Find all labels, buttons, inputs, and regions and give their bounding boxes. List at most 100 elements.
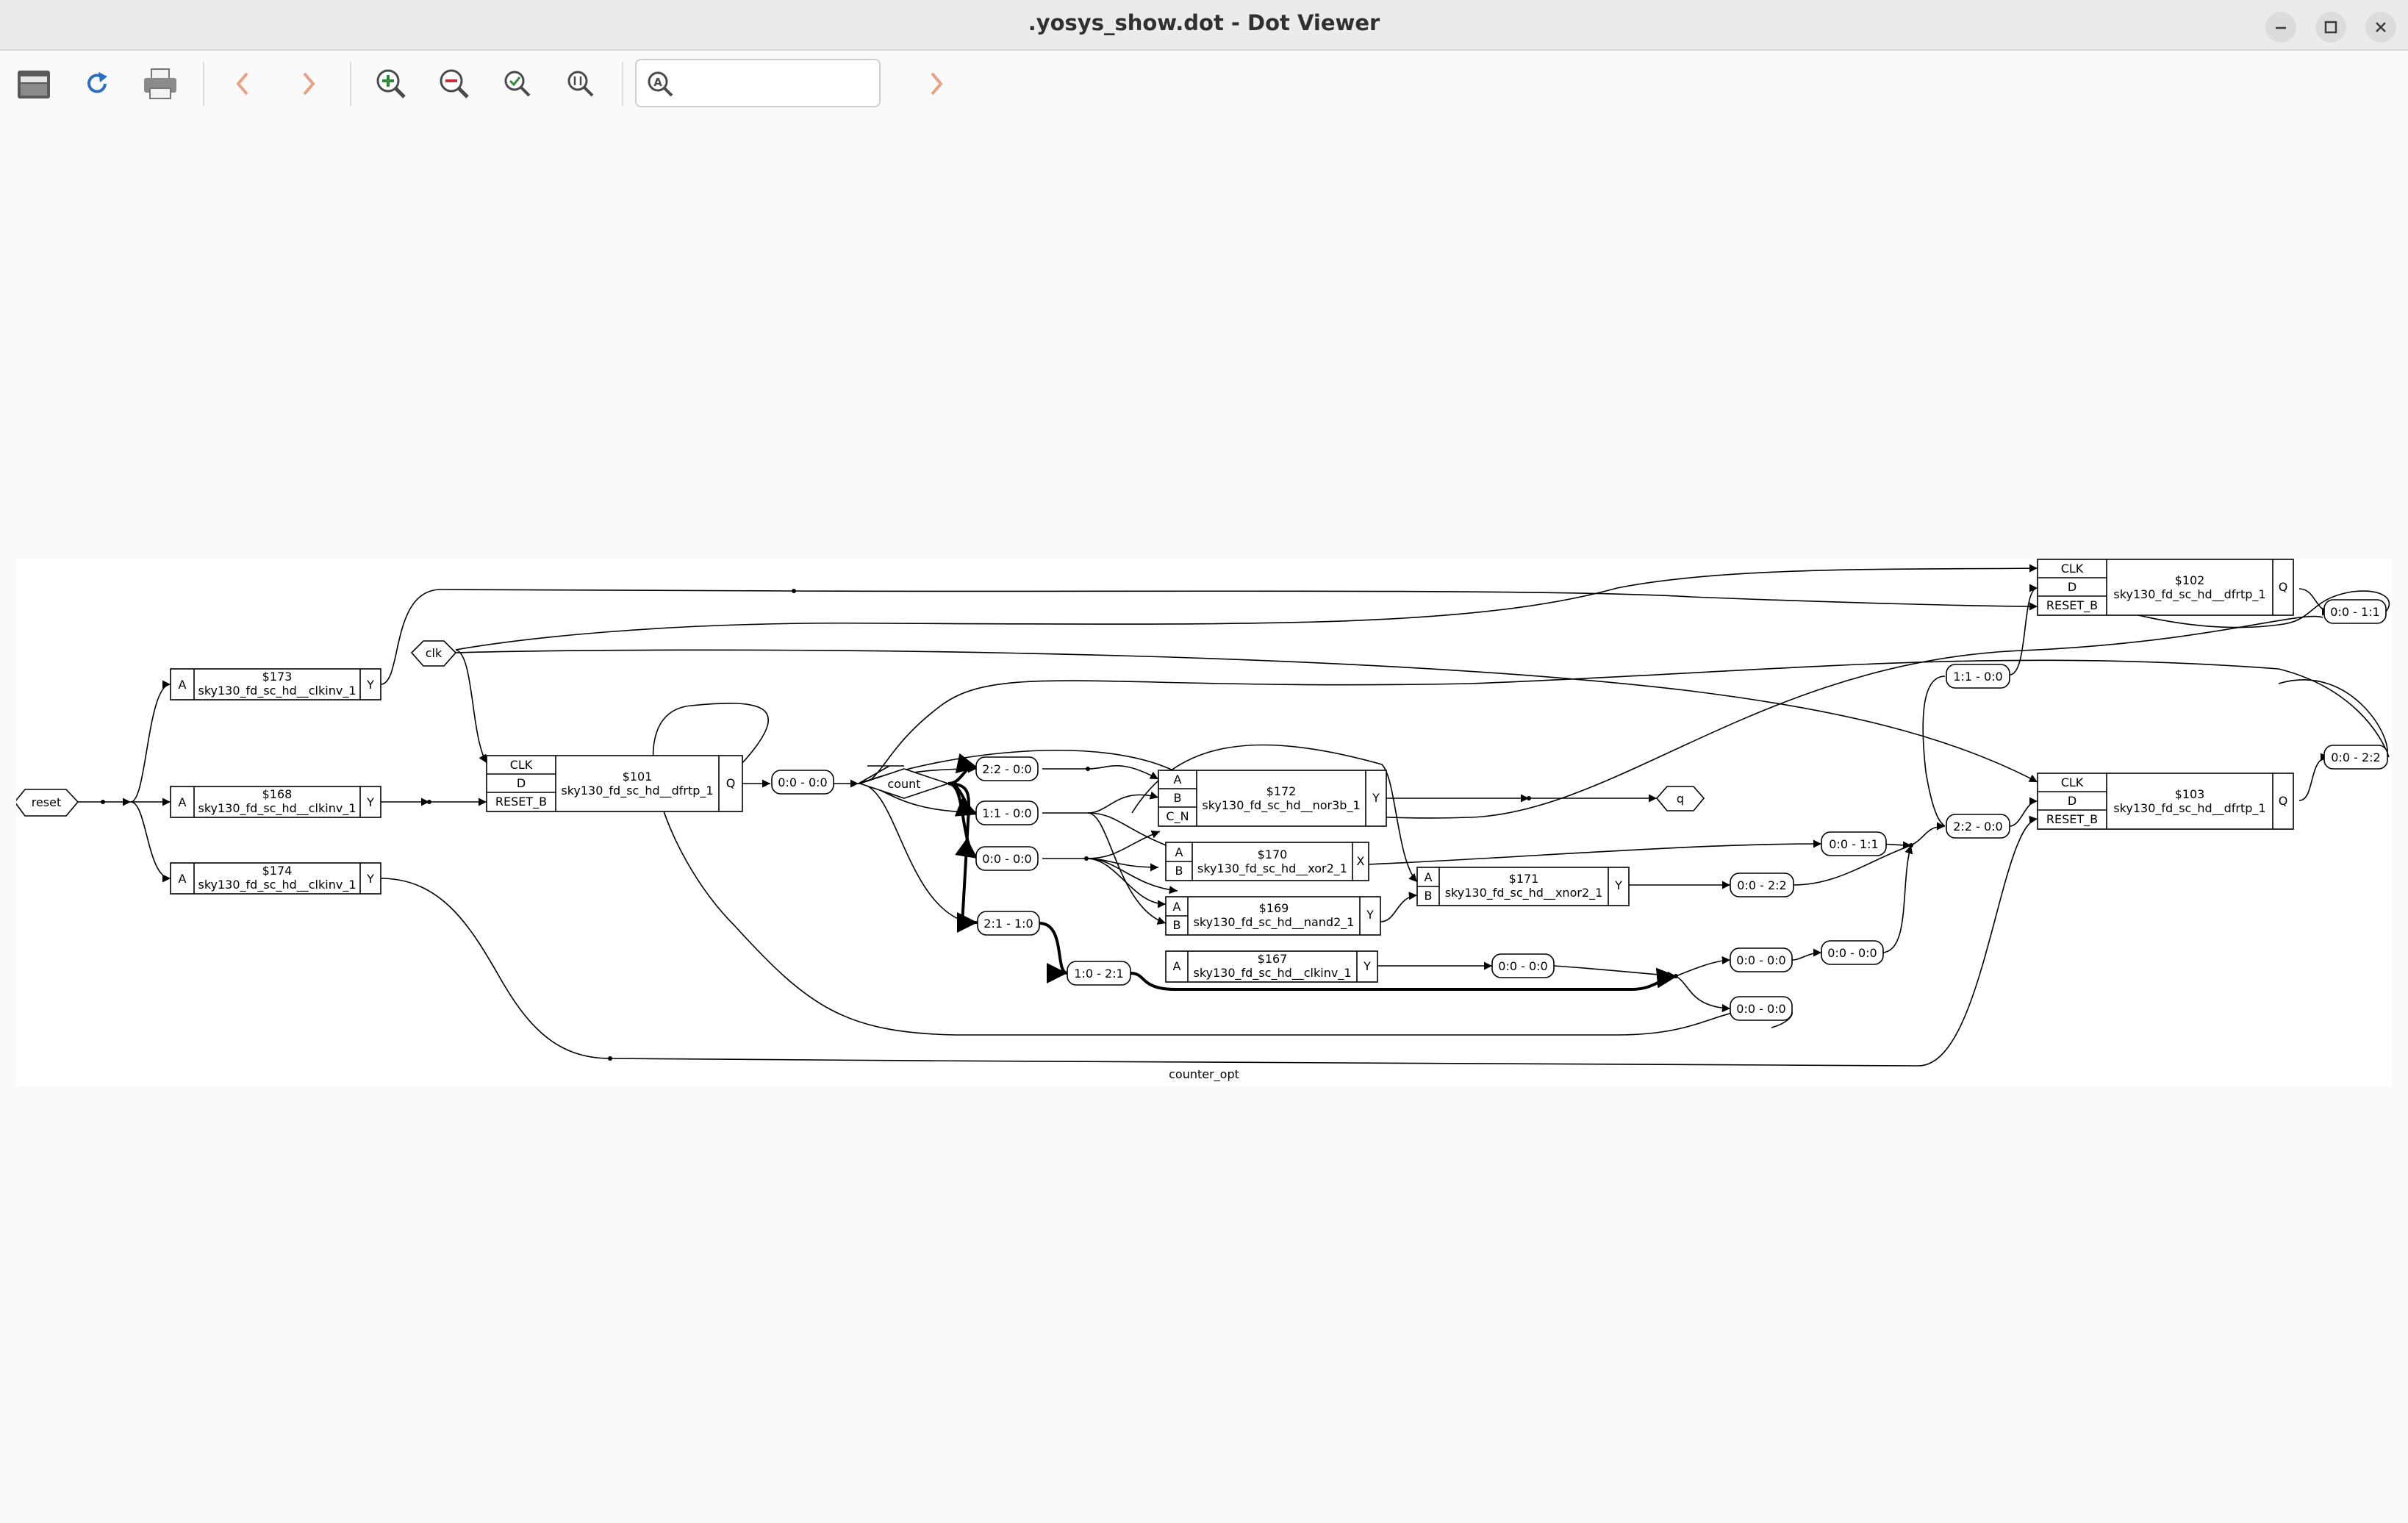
graph-canvas[interactable]: reset clk count q A $173 sky130_fd_sc_hd…	[13, 559, 2392, 1086]
cell-id: $101	[623, 770, 653, 784]
pin-a: A	[179, 872, 187, 886]
maximize-button[interactable]	[2315, 12, 2346, 43]
svg-text:A: A	[653, 76, 662, 89]
pin-y: Y	[1363, 959, 1371, 973]
zoom-out-button[interactable]	[434, 63, 475, 104]
pin-b: B	[1174, 791, 1182, 805]
cell-type: sky130_fd_sc_hd__dfrtp_1	[2113, 801, 2265, 816]
port-label: reset	[32, 795, 62, 809]
pin-b: B	[1175, 864, 1183, 878]
cell-169[interactable]	[1165, 896, 1381, 936]
back-button[interactable]	[222, 63, 263, 104]
slice-label: 0:0 - 1:1	[1829, 837, 1878, 851]
slice-label: 1:1 - 0:0	[982, 806, 1031, 820]
zoom-100-icon	[567, 71, 594, 97]
pin-y: Y	[1366, 908, 1374, 922]
port-reset[interactable]: reset	[13, 789, 79, 817]
zoom-out-icon	[440, 69, 469, 98]
forward-button[interactable]	[288, 63, 329, 104]
cell-172[interactable]	[1158, 770, 1387, 827]
port-clk[interactable]: clk	[410, 640, 457, 667]
cell-id: $169	[1259, 901, 1289, 915]
open-file-button[interactable]	[13, 63, 54, 104]
find-next-button[interactable]	[916, 63, 957, 104]
cell-type: sky130_fd_sc_hd__dfrtp_1	[561, 784, 713, 798]
search-box[interactable]: A	[635, 59, 881, 107]
slice-label: 1:0 - 2:1	[1074, 967, 1123, 981]
pin-a: A	[1173, 900, 1181, 914]
slice-label: 0:0 - 0:0	[778, 775, 827, 789]
pin-a: A	[1425, 870, 1433, 884]
cell-174[interactable]	[170, 862, 381, 895]
cell-102[interactable]	[2037, 559, 2294, 616]
bus-edges	[947, 753, 1678, 991]
pin-y: Y	[1372, 791, 1380, 805]
slice-label: 2:2 - 0:0	[982, 762, 1031, 776]
port-label: q	[1677, 792, 1684, 806]
pin-reset-b: RESET_B	[2046, 598, 2098, 613]
cell-101[interactable]	[486, 755, 743, 812]
cell-id: $170	[1258, 847, 1288, 861]
minimize-button[interactable]	[2265, 12, 2296, 43]
cell-id: $168	[262, 787, 293, 801]
cell-id: $173	[262, 670, 293, 684]
slice-label: 0:0 - 1:1	[2330, 605, 2379, 619]
pin-a: A	[179, 678, 187, 692]
pin-reset-b: RESET_B	[2046, 812, 2098, 827]
slice-label: 0:0 - 0:0	[1736, 953, 1785, 967]
chevron-right-icon	[931, 72, 943, 96]
toolbar: A	[0, 51, 2408, 116]
port-count[interactable]: count	[858, 768, 950, 799]
cell-type: sky130_fd_sc_hd__nor3b_1	[1202, 798, 1360, 813]
pin-a: A	[1173, 959, 1181, 973]
cell-id: $174	[262, 864, 293, 878]
close-button[interactable]	[2365, 12, 2396, 43]
reload-button[interactable]	[76, 63, 118, 104]
cell-171[interactable]	[1416, 867, 1630, 906]
search-input[interactable]	[684, 69, 870, 98]
zoom-fit-icon	[504, 71, 531, 97]
zoom-in-button[interactable]	[370, 63, 412, 104]
pin-y: Y	[366, 795, 374, 809]
port-q[interactable]: q	[1655, 786, 1705, 811]
cell-103[interactable]	[2037, 773, 2294, 830]
pin-y: Y	[366, 872, 374, 886]
netlist-graph: reset clk count q A $173 sky130_fd_sc_hd…	[13, 559, 2390, 1082]
junction-dots	[101, 589, 1913, 1061]
pin-a: A	[179, 795, 187, 809]
pin-y: Y	[366, 678, 374, 692]
pin-a: A	[1175, 845, 1183, 859]
cell-167[interactable]	[1165, 950, 1378, 983]
print-button[interactable]	[140, 63, 181, 104]
graph-label: counter_opt	[1169, 1067, 1239, 1082]
toolbar-separator	[350, 62, 351, 106]
cell-type: sky130_fd_sc_hd__xor2_1	[1197, 861, 1347, 876]
slice-label: 0:0 - 0:0	[1498, 959, 1547, 973]
cell-170[interactable]	[1165, 842, 1369, 881]
cell-id: $102	[2175, 573, 2205, 587]
pin-b: B	[1425, 889, 1433, 903]
port-label: clk	[426, 646, 442, 660]
cell-type: sky130_fd_sc_hd__clkinv_1	[198, 684, 356, 698]
printer-icon	[144, 68, 176, 99]
chevron-right-icon	[303, 72, 315, 96]
cell-id: $167	[1258, 952, 1288, 966]
port-label: count	[887, 777, 920, 791]
cell-168[interactable]	[170, 786, 381, 818]
cell-id: $172	[1266, 784, 1297, 798]
pin-y: Y	[1614, 878, 1622, 892]
pin-d: D	[2068, 580, 2076, 594]
cell-173[interactable]	[170, 668, 381, 700]
slice-label: 0:0 - 2:2	[1737, 878, 1786, 892]
pin-q: Q	[726, 776, 736, 790]
zoom-100-button[interactable]	[560, 63, 601, 104]
zoom-fit-button[interactable]	[497, 63, 538, 104]
pin-c-n: C_N	[1166, 809, 1189, 824]
pin-b: B	[1173, 918, 1181, 932]
cell-type: sky130_fd_sc_hd__clkinv_1	[198, 801, 356, 816]
pin-clk: CLK	[510, 758, 533, 772]
pin-d: D	[517, 776, 526, 790]
cell-type: sky130_fd_sc_hd__dfrtp_1	[2113, 587, 2265, 602]
reload-icon	[87, 72, 107, 93]
zoom-in-icon	[376, 69, 406, 98]
